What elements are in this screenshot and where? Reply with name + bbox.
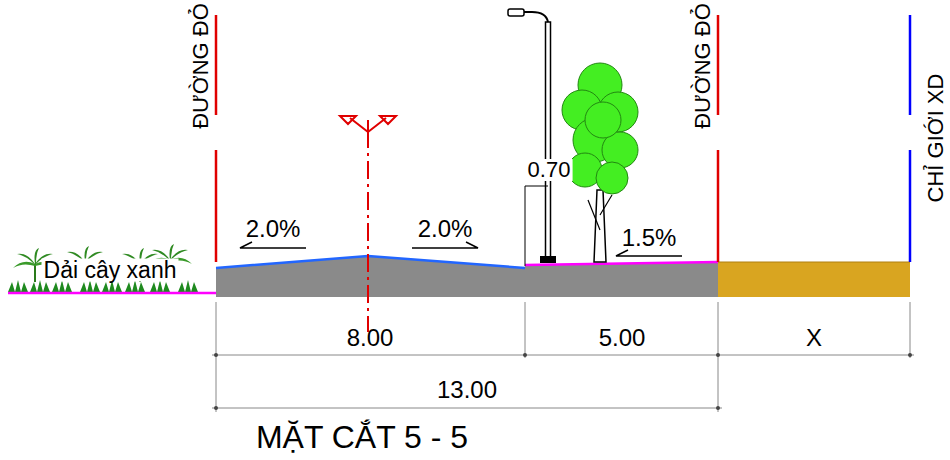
dimension-lines	[212, 302, 914, 412]
street-lamp	[508, 9, 556, 263]
setback-edge	[718, 262, 910, 263]
dimension-ticks	[214, 353, 912, 410]
red-line-label: ĐƯỜNG ĐỎ	[692, 3, 714, 129]
zone-label: Dải cây xanh	[42, 259, 179, 282]
road-surface	[216, 256, 525, 268]
dimension-value: 5.00	[599, 326, 646, 350]
slope-label: 2.0%	[246, 217, 301, 241]
section-title: MẶT CẮT 5 - 5	[256, 421, 468, 453]
slope-label: 2.0%	[418, 217, 473, 241]
green-strip	[8, 244, 216, 293]
setback-zone	[718, 262, 910, 297]
slope-label: 1.5%	[622, 226, 677, 250]
slope-arrow	[240, 242, 682, 256]
dimension-value: 13.00	[437, 378, 497, 402]
offset-dimension: 0.70	[526, 159, 573, 181]
building-line-marker	[909, 15, 912, 262]
red-line-marker	[216, 15, 718, 262]
dimension-value: X	[806, 326, 822, 350]
offset-dimension	[525, 186, 548, 266]
red-line-label: ĐƯỜNG ĐỎ	[190, 3, 212, 129]
median-lamp-symbol	[340, 116, 396, 332]
dimension-value: 8.00	[347, 326, 394, 350]
building-line-label: CHỈ GIỚI XD	[925, 74, 947, 203]
road-body	[216, 256, 718, 297]
